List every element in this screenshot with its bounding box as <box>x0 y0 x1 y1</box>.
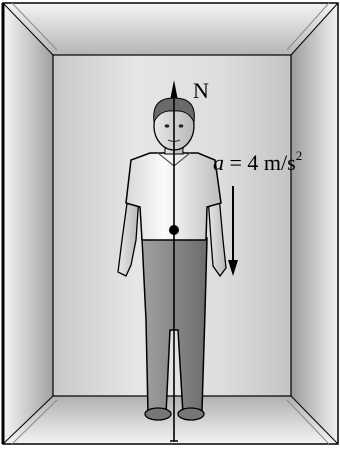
center-of-mass-dot <box>169 225 179 235</box>
right-wall-panel <box>291 3 338 444</box>
left-shoe <box>145 408 171 420</box>
normal-force-label: N <box>193 78 209 104</box>
left-wall-panel <box>3 3 53 444</box>
right-eye <box>179 124 184 127</box>
right-shoe <box>178 408 204 420</box>
left-eye <box>165 124 170 127</box>
acceleration-exponent: 2 <box>296 148 303 163</box>
acceleration-symbol: a <box>213 150 224 175</box>
ceiling-panel <box>3 3 338 55</box>
acceleration-value: = 4 m/s <box>224 150 296 175</box>
acceleration-label: a = 4 m/s2 <box>213 150 302 176</box>
